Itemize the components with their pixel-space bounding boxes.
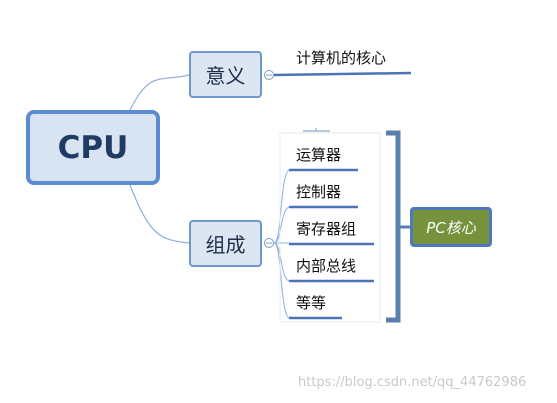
leaf-node-components-0[interactable]: 运算器 [296,146,342,164]
collapse-toggle-meaning[interactable] [264,70,274,80]
summary-node-label: PC核心 [426,218,476,237]
root-node[interactable]: CPU [26,110,160,185]
leaf-node-meaning-0[interactable]: 计算机的核心 [296,49,387,67]
connector-root-components [129,184,190,244]
leaf-node-components-3[interactable]: 内部总线 [296,257,357,275]
watermark: https://blog.csdn.net/qq_44762986 [298,375,527,390]
leaf-node-components-4[interactable]: 等等 [296,294,327,312]
branch-node-label: 组成 [205,233,246,257]
collapse-toggle-components[interactable] [264,238,274,248]
summary-bracket [386,130,401,323]
connector-root-meaning [129,74,190,111]
leaf-group-outline [279,132,381,323]
branch-node-components[interactable]: 组成 [189,220,262,267]
root-node-label: CPU [57,129,129,166]
leaf-underline-meaning-0 [273,71,412,77]
leaf-node-components-2[interactable]: 寄存器组 [296,220,357,238]
leaf-node-components-1[interactable]: 控制器 [296,183,342,201]
components-fan [273,169,290,319]
branch-node-meaning[interactable]: 意义 [189,51,262,98]
branch-node-label: 意义 [205,64,246,88]
summary-node[interactable]: PC核心 [410,207,492,247]
leaf-group-top-tick [303,128,330,132]
